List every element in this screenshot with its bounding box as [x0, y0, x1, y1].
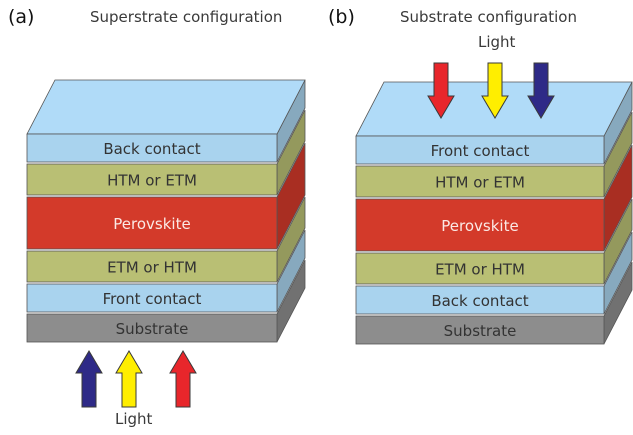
layer-front-face [355, 135, 605, 165]
layer-back-contact: Back contact [26, 79, 306, 163]
panel-b-stack: Substrate Back contact ETM or HTM Perovskit… [355, 81, 633, 345]
panel-a-letter: (a) [8, 6, 35, 28]
layer-front-face [26, 283, 278, 313]
layer-substrate: Substrate [355, 261, 633, 345]
layer-htm-or-etm: HTM or ETM [26, 109, 306, 196]
layer-front-face [26, 313, 278, 343]
layer-front-face [355, 315, 605, 345]
layer-top-face [26, 79, 306, 135]
layer-front-face [355, 285, 605, 315]
layer-label: HTM or ETM [107, 172, 197, 190]
layer-label: Substrate [444, 322, 517, 340]
layer-front-face [26, 196, 278, 250]
panel-a-title: Superstrate configuration [90, 8, 283, 26]
layer-etm-or-htm: ETM or HTM [26, 196, 306, 283]
layer-label: Substrate [116, 320, 189, 338]
layer-label: Perovskite [113, 215, 190, 233]
layer-front-face [26, 133, 278, 163]
panel-a-stack: Substrate Front contact ETM or HTM Perovski… [26, 79, 306, 343]
layer-label: HTM or ETM [435, 174, 525, 192]
arrow-blue-icon [75, 350, 103, 408]
panel-b-letter: (b) [328, 6, 355, 28]
arrow-blue-icon [527, 62, 555, 119]
arrow-red-icon [169, 350, 197, 408]
layer-substrate: Substrate [26, 259, 306, 343]
layer-front-face [355, 165, 605, 198]
layer-label: Front contact [431, 142, 530, 160]
layer-perovskite: Perovskite [26, 142, 306, 250]
layer-front-face [355, 198, 605, 252]
layer-front-face [26, 163, 278, 196]
layer-htm-or-etm: HTM or ETM [355, 111, 633, 198]
layer-label: ETM or HTM [107, 259, 197, 277]
layer-label: Perovskite [441, 217, 518, 235]
layer-label: Front contact [103, 290, 202, 308]
layer-label: ETM or HTM [435, 261, 525, 279]
arrow-yellow-icon [115, 350, 143, 408]
arrow-yellow-icon [481, 62, 509, 119]
layer-etm-or-htm: ETM or HTM [355, 198, 633, 285]
layer-back-contact: Back contact [355, 231, 633, 315]
layer-perovskite: Perovskite [355, 144, 633, 252]
panel-a-light-label: Light [115, 410, 153, 428]
layer-front-face [355, 252, 605, 285]
panel-b-title: Substrate configuration [400, 8, 577, 26]
layer-front-contact: Front contact [26, 229, 306, 313]
layer-label: Back contact [431, 292, 528, 310]
layer-front-face [26, 250, 278, 283]
arrow-red-icon [427, 62, 455, 119]
layer-label: Back contact [103, 140, 200, 158]
panel-b-light-label: Light [478, 33, 516, 51]
